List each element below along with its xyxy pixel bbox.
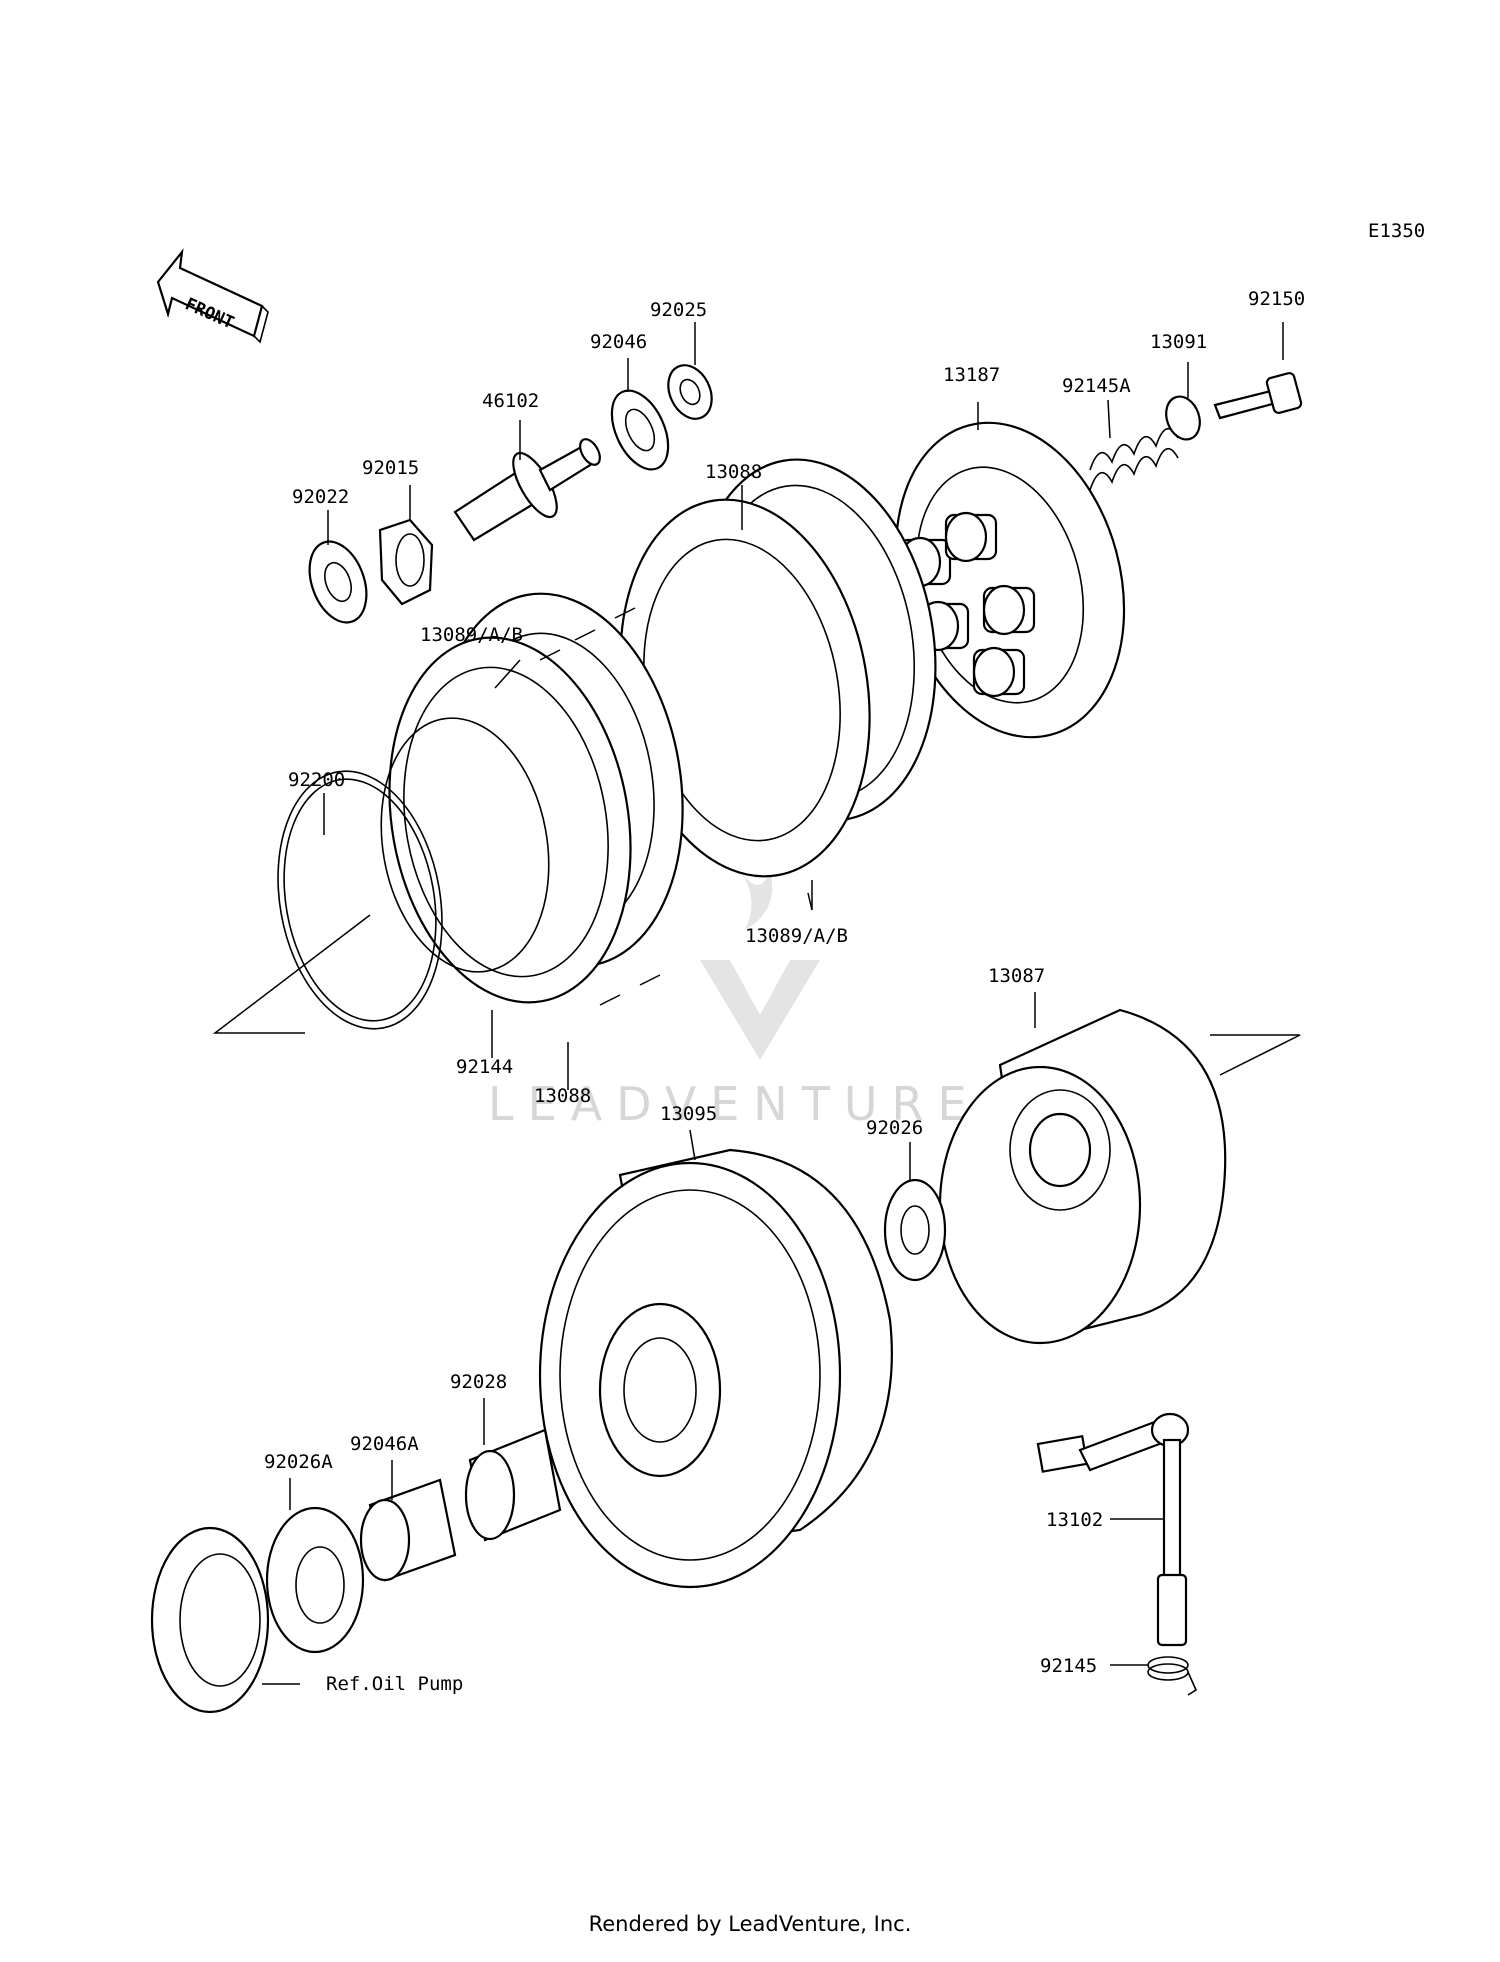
label-92144[interactable]: 92144: [456, 1056, 513, 1078]
label-92028[interactable]: 92028: [450, 1371, 507, 1393]
footer-credit: Rendered by LeadVenture, Inc.: [588, 1912, 912, 1936]
part-labels: 92150 13091 92145A 13187 92025 92046 461…: [264, 288, 1305, 1695]
label-92026A[interactable]: 92026A: [264, 1451, 333, 1473]
label-13102[interactable]: 13102: [1046, 1509, 1103, 1531]
axis-dash: [539, 607, 636, 661]
release-shaft-13102: [1036, 1412, 1190, 1647]
label-13089-top[interactable]: 13089/A/B: [420, 624, 523, 646]
label-92022[interactable]: 92022: [292, 486, 349, 508]
sleeve-92028: [464, 1428, 562, 1542]
label-92025[interactable]: 92025: [650, 299, 707, 321]
cap-13091: [1165, 395, 1201, 441]
front-arrow-icon: FRONT: [156, 248, 269, 344]
label-13089-bottom[interactable]: 13089/A/B: [745, 925, 848, 947]
bearing-92046: [610, 389, 670, 471]
nut-92015: [378, 518, 434, 606]
label-13088-top[interactable]: 13088: [705, 461, 762, 483]
label-92015[interactable]: 92015: [362, 457, 419, 479]
washer-92026: [883, 1178, 947, 1282]
clutch-hub-13087: [938, 1008, 1227, 1345]
axis-line-left: [212, 914, 371, 1034]
label-13088-bottom[interactable]: 13088: [534, 1085, 591, 1107]
spring-92145A: [1089, 428, 1179, 491]
label-13187[interactable]: 13187: [943, 364, 1000, 386]
label-92046[interactable]: 92046: [590, 331, 647, 353]
label-13095[interactable]: 13095: [660, 1103, 717, 1125]
leader-lines: [262, 322, 1284, 1685]
needle-bearing-92046A: [359, 1478, 457, 1582]
label-ref-oil-pump[interactable]: Ref.Oil Pump: [326, 1673, 463, 1695]
label-92145[interactable]: 92145: [1040, 1655, 1097, 1677]
label-92145A[interactable]: 92145A: [1062, 375, 1131, 397]
axis-dash: [599, 974, 661, 1006]
label-13091[interactable]: 13091: [1150, 331, 1207, 353]
washer-92025: [667, 364, 713, 420]
washer-92022: [308, 540, 368, 624]
ring-92200: [277, 770, 443, 1030]
label-92026[interactable]: 92026: [866, 1117, 923, 1139]
washer-92026A: [265, 1506, 365, 1654]
axis-line-right: [1210, 1034, 1301, 1076]
label-92046A[interactable]: 92046A: [350, 1433, 419, 1455]
label-92150[interactable]: 92150: [1248, 288, 1305, 310]
spring-92145: [1147, 1656, 1198, 1696]
bolt-92150: [1213, 372, 1303, 420]
pressure-plate-13187: [894, 421, 1126, 739]
label-46102[interactable]: 46102: [482, 390, 539, 412]
wire-ring-92144: [380, 717, 550, 973]
label-13087[interactable]: 13087: [988, 965, 1045, 987]
oil-pump-gear: [150, 1526, 270, 1714]
shaft-46102: [453, 438, 601, 542]
label-92200[interactable]: 92200: [288, 769, 345, 791]
diagram-id: E1350: [1368, 220, 1425, 242]
friction-plate-13088-bottom: [388, 636, 632, 1004]
clutch-housing-13095: [538, 1148, 893, 1589]
